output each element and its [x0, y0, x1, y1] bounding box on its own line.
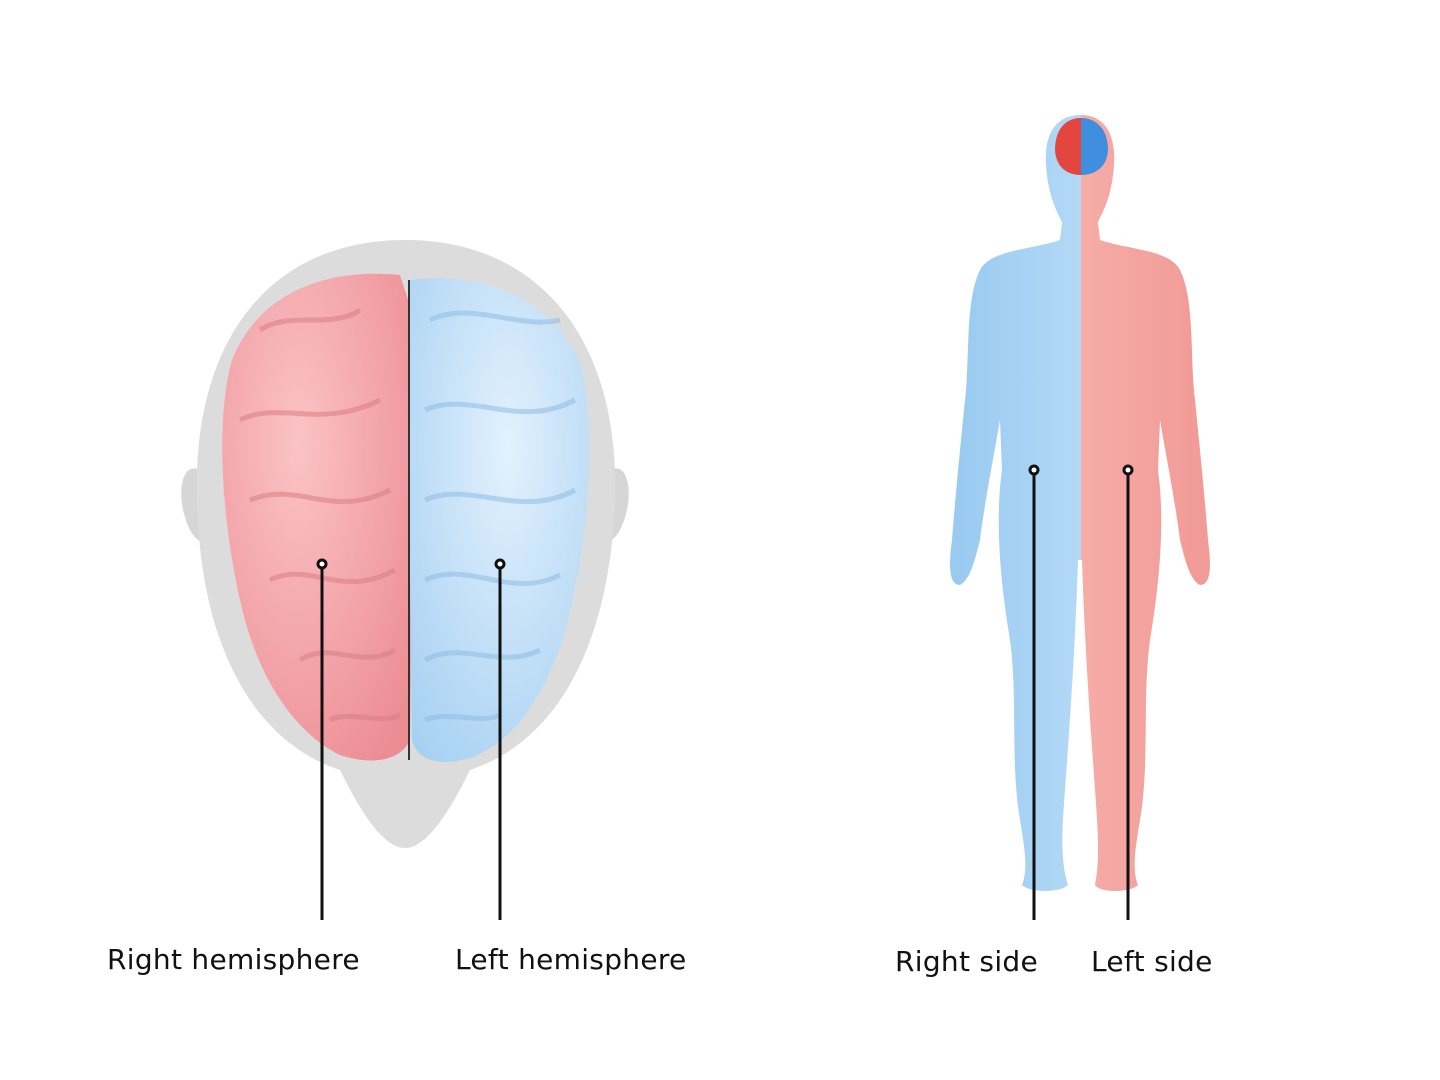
leader-lines — [316, 464, 1134, 920]
left-hemisphere-gyri — [423, 310, 577, 723]
body-brain — [1055, 118, 1108, 175]
left-hemisphere — [409, 278, 590, 762]
right-hemisphere — [222, 273, 411, 761]
body-right-side — [950, 115, 1081, 891]
body-left-side — [1081, 115, 1210, 891]
body-figure — [950, 115, 1210, 891]
label-left-side: Left side — [1091, 945, 1213, 978]
right-hemisphere-gyri — [238, 307, 402, 723]
label-right-hemisphere: Right hemisphere — [107, 943, 360, 976]
label-right-side: Right side — [895, 945, 1038, 978]
label-left-hemisphere: Left hemisphere — [455, 943, 687, 976]
